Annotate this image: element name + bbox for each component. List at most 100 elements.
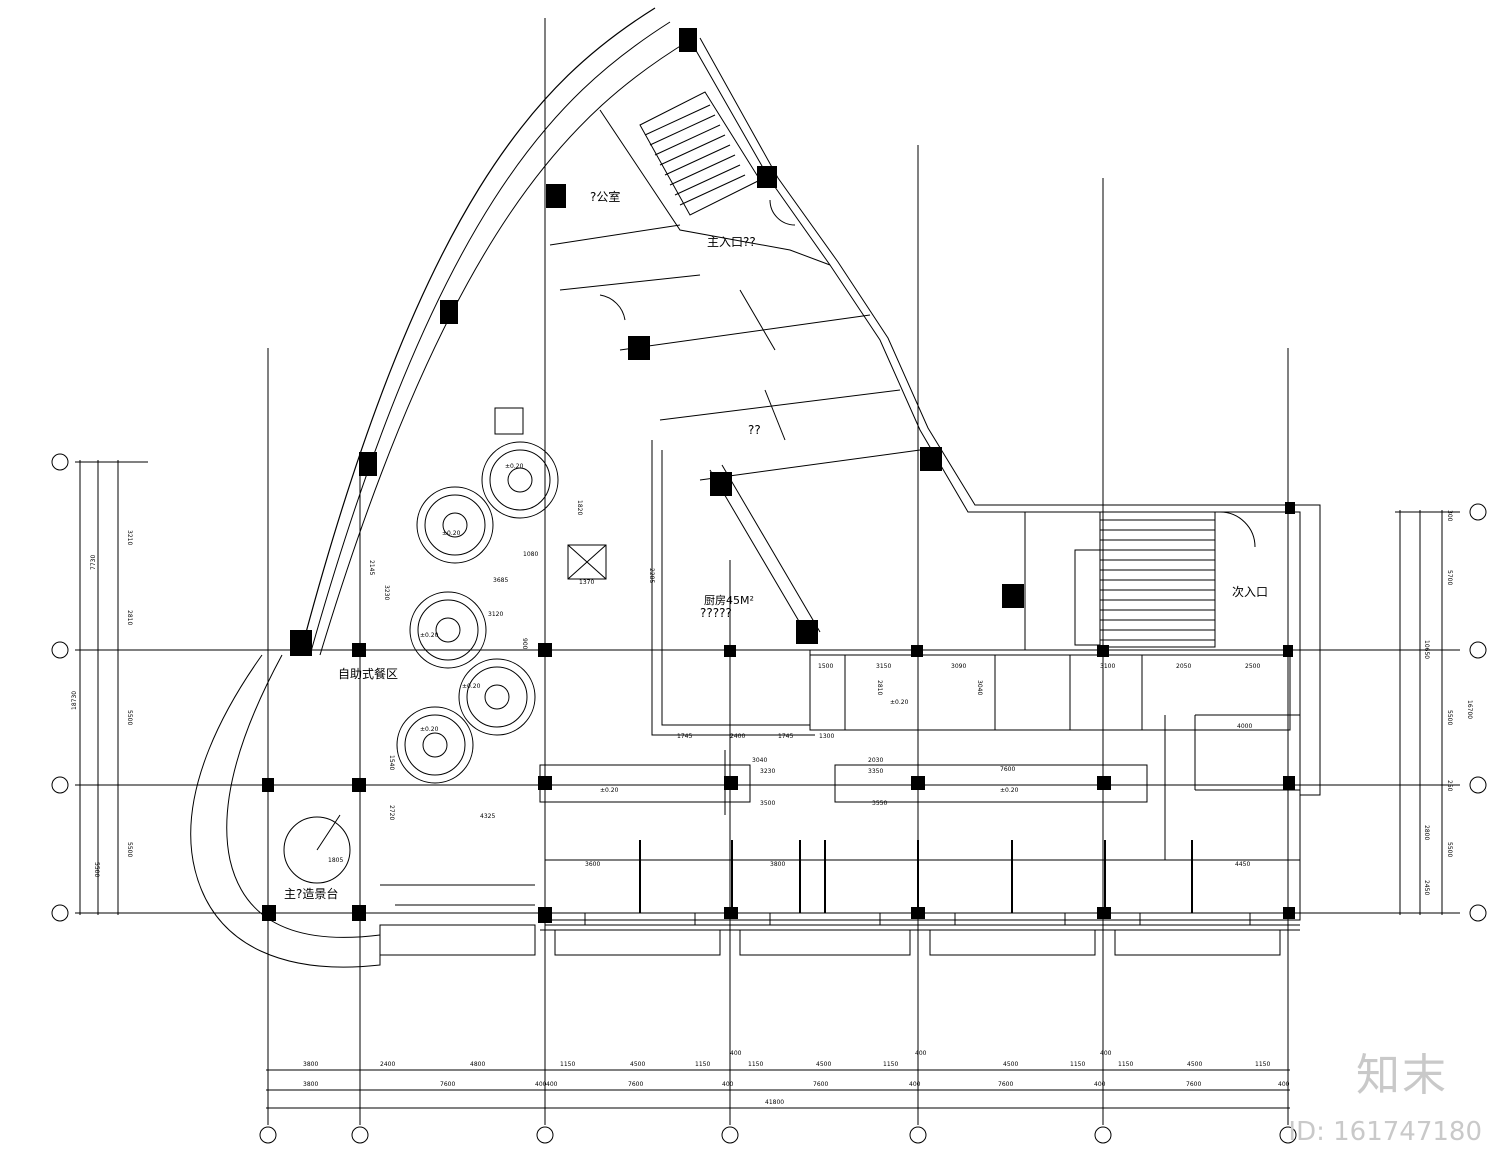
room-label-small-room: ?? (748, 423, 761, 437)
window (1139, 912, 1251, 926)
dim-label: 16700 (1466, 700, 1473, 719)
curved-facade-inner (319, 39, 691, 656)
axis-bubble (51, 776, 69, 794)
dim-label: 1540 (388, 755, 395, 770)
axis-bubble (909, 1126, 927, 1144)
dim-label: 1370 (579, 579, 594, 586)
dim-label: 3550 (872, 800, 887, 807)
dim-label: 3090 (951, 663, 966, 670)
column (757, 166, 777, 188)
dim-label: 1805 (328, 857, 343, 864)
dim-label: 3230 (760, 768, 775, 775)
dim-label: 3100 (1100, 663, 1115, 670)
dim-label: 3210 (126, 530, 133, 545)
column (710, 472, 732, 496)
window (769, 912, 881, 926)
kitchen-diagonal-wall (709, 469, 811, 641)
dim-label: 5500 (93, 862, 100, 877)
room-label-office: ?公室 (590, 190, 621, 204)
dim-label: 2400 (380, 1061, 395, 1068)
dim-label: 3350 (868, 768, 883, 775)
dim-label: 400 (1094, 1081, 1106, 1088)
dim-label: 1150 (1118, 1061, 1133, 1068)
dim-label: 10650 (1423, 640, 1430, 659)
level-mark: ±0.20 (890, 699, 909, 706)
dim-label: 1080 (523, 551, 538, 558)
dim-label: 4500 (630, 1061, 645, 1068)
dim-label: 3600 (585, 861, 600, 868)
column (359, 452, 377, 476)
dim-label: 400 (546, 1081, 558, 1088)
axis-bubble (259, 1126, 277, 1144)
dim-label: 4325 (480, 813, 495, 820)
dim-label: 1150 (1255, 1061, 1270, 1068)
dim-label: 4500 (816, 1061, 831, 1068)
dim-label: 4000 (1237, 723, 1252, 730)
dim-label: 400 (1100, 1050, 1112, 1057)
dim-label: 3120 (488, 611, 503, 618)
dim-label: 3150 (876, 663, 891, 670)
dim-label: 5500 (1446, 842, 1453, 857)
dim-label: 3685 (493, 577, 508, 584)
axis-bubble (1469, 776, 1487, 794)
dim-label: 400 (722, 1081, 734, 1088)
stage-circle (283, 816, 351, 884)
dim-label: 2145 (368, 560, 375, 575)
dim-label: 5500 (126, 842, 133, 857)
dim-label: 1500 (818, 663, 833, 670)
dim-total: 41800 (765, 1099, 784, 1106)
round-table (458, 658, 536, 736)
column (546, 184, 566, 208)
watermark-logo: 知末 (1356, 1050, 1448, 1101)
axis-bubble (1469, 503, 1487, 521)
dim-label: 1820 (576, 500, 583, 515)
column (679, 28, 697, 52)
dim-label: 3800 (303, 1081, 318, 1088)
axis-bubble (536, 1126, 554, 1144)
dim-label: 7600 (440, 1081, 455, 1088)
dim-label: 2450 (1423, 880, 1430, 895)
dim-label: 1150 (695, 1061, 710, 1068)
dim-label: 5500 (126, 710, 133, 725)
watermark-id: ID: 161747180 (1288, 1117, 1482, 1147)
level-mark: ±0.20 (462, 683, 481, 690)
axis-bubble (351, 1126, 369, 1144)
dim-label: 7730 (90, 555, 97, 570)
dim-label: 5700 (1446, 570, 1453, 585)
dim-label: 4500 (1003, 1061, 1018, 1068)
dim-label: 2500 (1245, 663, 1260, 670)
column (920, 447, 942, 471)
dim-label: 400 (915, 1050, 927, 1057)
axis-bubble (1469, 904, 1487, 922)
dim-label: 250 (1446, 780, 1453, 792)
dim-label: 1150 (883, 1061, 898, 1068)
dim-label: 4500 (1187, 1061, 1202, 1068)
dim-label: 2400 (730, 733, 745, 740)
room-label-buffet-area: 自助式餐区 (338, 667, 399, 681)
dim-label: 1745 (677, 733, 692, 740)
dim-label: 300 (1446, 510, 1453, 522)
dim-label: 3230 (383, 585, 390, 600)
main-outline (544, 39, 1301, 921)
dim-label: 3800 (303, 1061, 318, 1068)
round-table (481, 441, 559, 519)
dim-label: 7600 (1186, 1081, 1201, 1088)
storage-row (809, 654, 1291, 731)
dim-label: 7600 (628, 1081, 643, 1088)
column (796, 620, 818, 644)
axis-bubble (51, 904, 69, 922)
counter-right (834, 764, 1148, 803)
dim-label: 5500 (1446, 710, 1453, 725)
level-mark: ±0.20 (420, 632, 439, 639)
dim-label: 1150 (560, 1061, 575, 1068)
dim-label: 3040 (976, 680, 983, 695)
dim-label: 7600 (998, 1081, 1013, 1088)
dim-label: 4800 (470, 1061, 485, 1068)
dim-label: 400 (1278, 1081, 1290, 1088)
dim-label: 2285 (648, 568, 655, 583)
curved-facade-outer (299, 7, 656, 656)
dim-label: 900 (521, 638, 528, 650)
kitchen-outline (661, 450, 1290, 726)
room-label-secondary-entrance: 次入口 (1232, 585, 1269, 599)
dim-label: 7600 (1000, 766, 1015, 773)
